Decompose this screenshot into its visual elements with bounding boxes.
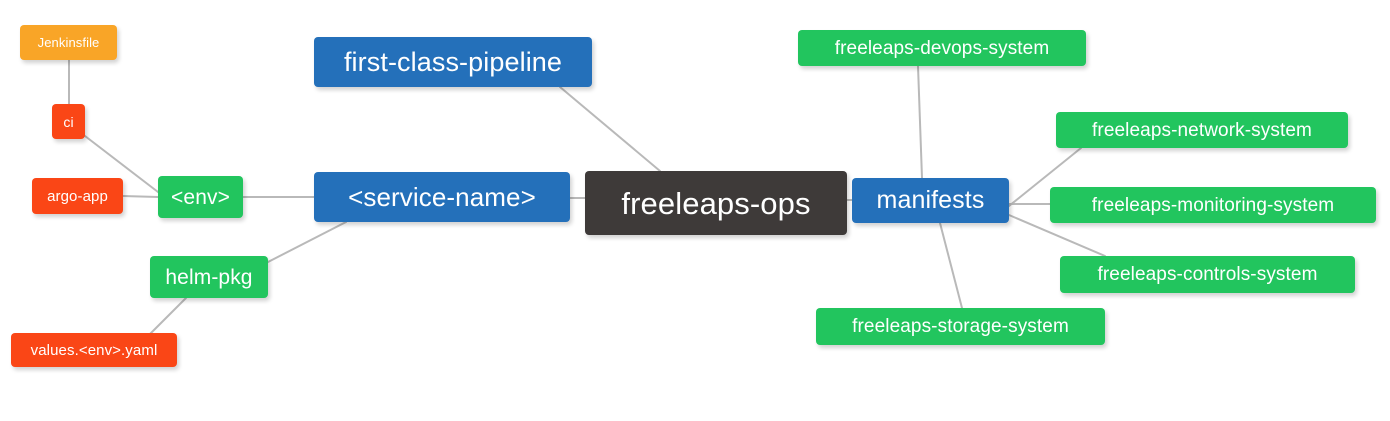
edge-manifests-to-freeleaps-storage-system (939, 222, 963, 309)
node-freeleaps-network-system[interactable]: freeleaps-network-system (1056, 112, 1348, 148)
node-freeleaps-monitoring-system[interactable]: freeleaps-monitoring-system (1050, 187, 1376, 223)
node-manifests[interactable]: manifests (852, 178, 1009, 223)
node-label-manifests: manifests (876, 186, 985, 214)
node-label-service-name: <service-name> (348, 182, 536, 212)
node-first-class-pipeline[interactable]: first-class-pipeline (314, 37, 592, 87)
node-label-freeleaps-controls-system: freeleaps-controls-system (1097, 264, 1318, 285)
node-label-freeleaps-ops: freeleaps-ops (621, 185, 811, 221)
node-values-yaml[interactable]: values.<env>.yaml (11, 333, 177, 367)
node-label-ci: ci (63, 113, 74, 130)
node-label-freeleaps-network-system: freeleaps-network-system (1092, 119, 1312, 141)
node-label-jenkinsfile: Jenkinsfile (37, 35, 100, 50)
node-env[interactable]: <env> (158, 176, 243, 218)
node-label-env: <env> (171, 185, 230, 209)
node-label-argo-app: argo-app (47, 187, 108, 205)
node-ci[interactable]: ci (52, 104, 85, 139)
edge-first-class-pipeline-to-freeleaps-ops (559, 86, 661, 172)
edge-values-yaml-to-helm-pkg (149, 297, 187, 335)
node-label-first-class-pipeline: first-class-pipeline (343, 46, 563, 77)
node-argo-app[interactable]: argo-app (32, 178, 123, 214)
node-label-freeleaps-storage-system: freeleaps-storage-system (852, 316, 1069, 337)
node-service-name[interactable]: <service-name> (314, 172, 570, 222)
node-freeleaps-controls-system[interactable]: freeleaps-controls-system (1060, 256, 1355, 293)
edge-argo-app-to-env (122, 195, 159, 198)
node-jenkinsfile[interactable]: Jenkinsfile (20, 25, 117, 60)
node-label-freeleaps-devops-system: freeleaps-devops-system (834, 37, 1050, 59)
node-freeleaps-storage-system[interactable]: freeleaps-storage-system (816, 308, 1105, 345)
node-label-helm-pkg: helm-pkg (165, 265, 253, 289)
node-freeleaps-ops[interactable]: freeleaps-ops (585, 171, 847, 235)
edge-helm-pkg-to-service-name (267, 221, 347, 263)
node-label-freeleaps-monitoring-system: freeleaps-monitoring-system (1091, 194, 1335, 216)
node-label-values-yaml: values.<env>.yaml (30, 341, 158, 359)
node-freeleaps-devops-system[interactable]: freeleaps-devops-system (798, 30, 1086, 66)
edge-manifests-to-freeleaps-devops-system (917, 65, 923, 179)
node-helm-pkg[interactable]: helm-pkg (150, 256, 268, 298)
